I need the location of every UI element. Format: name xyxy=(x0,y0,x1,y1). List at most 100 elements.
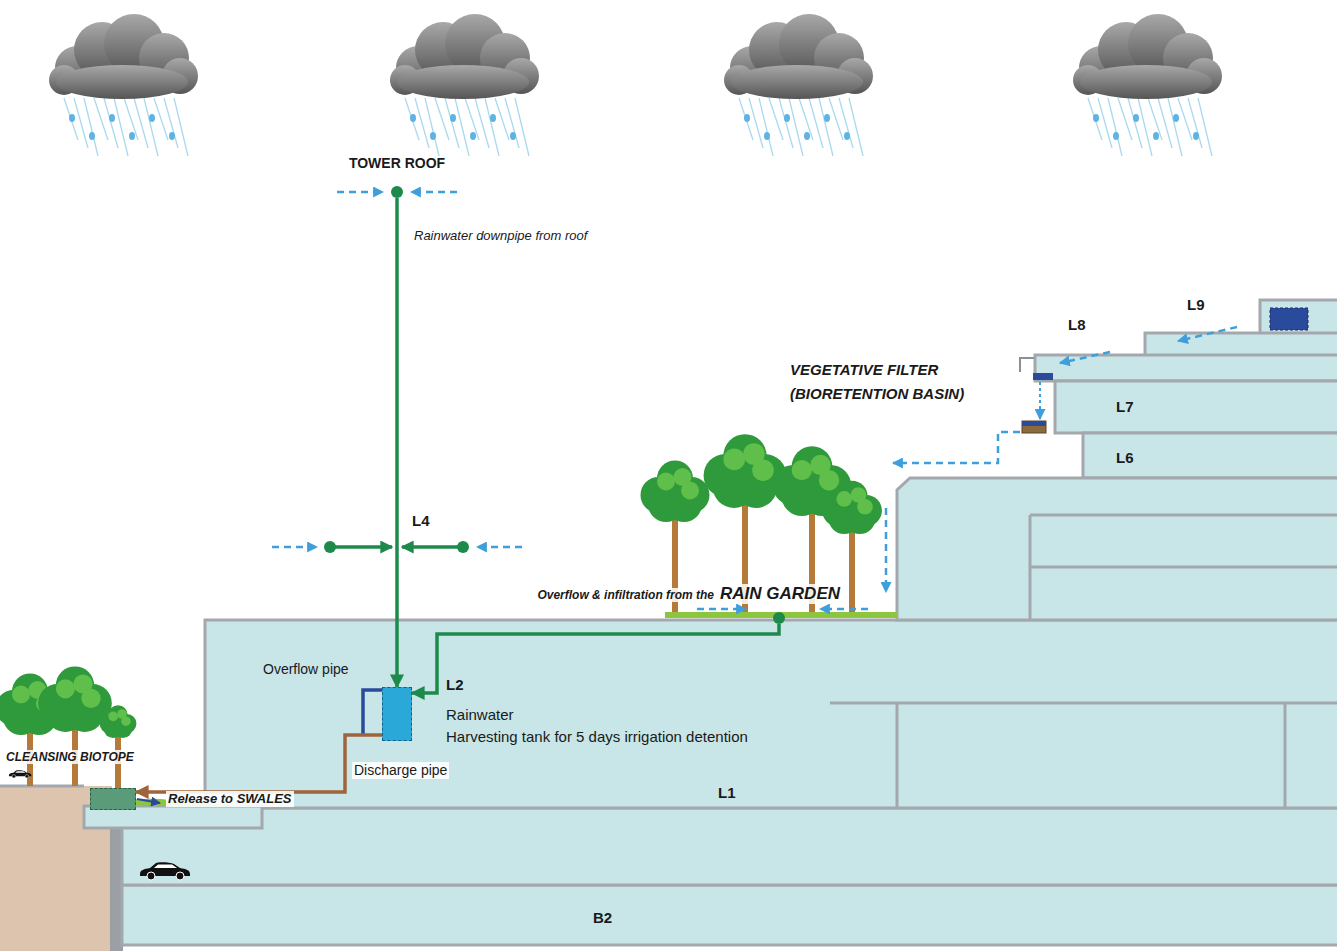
harvesting-tank: L2Rainwater Harvesting tank for 5 days i… xyxy=(382,676,830,752)
podium xyxy=(205,620,1337,808)
roof-tank xyxy=(1270,308,1308,330)
tree-highlight xyxy=(681,482,699,500)
rain-garden: Overflow & infiltration from theRAIN GAR… xyxy=(535,584,842,604)
node-text: CLEANSING BIOTOPE xyxy=(4,750,136,764)
node-shape xyxy=(391,186,403,198)
rain-drop xyxy=(69,114,75,122)
overflow-pipe-connector xyxy=(412,624,779,693)
upper-block xyxy=(897,478,1337,620)
floor-line xyxy=(896,703,899,808)
floor-line xyxy=(1030,566,1337,569)
rain-streak xyxy=(455,98,469,156)
rain-drop xyxy=(149,114,155,122)
rain-streak xyxy=(174,98,188,156)
rain-streak xyxy=(1138,98,1152,156)
runoff-arrow xyxy=(411,191,457,194)
tree-highlight xyxy=(752,459,774,481)
rain-cloud xyxy=(49,14,198,156)
level-l6 xyxy=(1083,433,1337,478)
level-label: L8 xyxy=(1068,316,1086,334)
discharge-pipe xyxy=(136,735,382,792)
tree-highlight xyxy=(819,470,839,490)
node-text: RAIN GARDEN xyxy=(718,584,842,604)
runoff-arrow xyxy=(337,191,383,194)
node-text: Overflow & infiltration from the xyxy=(535,588,716,602)
rain-drop xyxy=(470,132,476,140)
rain-streak xyxy=(515,98,529,156)
rain-drop xyxy=(744,114,750,122)
car-wheel xyxy=(147,872,155,880)
tree-highlight xyxy=(857,499,873,515)
railing xyxy=(1020,358,1034,372)
filter-basin xyxy=(1022,421,1046,433)
rain-drop xyxy=(824,114,830,122)
rain-drop xyxy=(1153,132,1159,140)
vegetative-filter: VEGETATIVE FILTER (BIORETENTION BASIN) xyxy=(790,358,1019,410)
rain-streak xyxy=(425,98,439,156)
rain-drop xyxy=(109,114,115,122)
tree-highlight xyxy=(792,460,812,480)
rain-drop xyxy=(784,114,790,122)
tree-highlight xyxy=(108,712,118,722)
rain-cloud xyxy=(390,14,539,156)
filter-inlet xyxy=(1033,373,1053,380)
branch-pipe xyxy=(330,545,392,549)
node-shape xyxy=(90,788,136,810)
tree-highlight xyxy=(121,716,131,726)
tree-highlight xyxy=(657,473,675,491)
node-shape xyxy=(382,687,412,741)
car-wheel xyxy=(25,775,29,779)
node-text: L2 xyxy=(446,676,464,694)
release-arrow xyxy=(137,799,160,803)
runoff-arrow xyxy=(885,508,888,592)
cloud-base xyxy=(731,65,863,99)
branch-pipe xyxy=(402,545,463,549)
level-label: B2 xyxy=(593,909,612,927)
rain-drop xyxy=(89,132,95,140)
rain-drop xyxy=(430,132,436,140)
rain-streak xyxy=(485,98,499,156)
rain-drop xyxy=(169,132,175,140)
rain-drop xyxy=(804,132,810,140)
level-label: L6 xyxy=(1116,449,1134,467)
downpipe xyxy=(395,198,399,687)
cloud-base xyxy=(56,65,188,99)
cleansing-biotope: CLEANSING BIOTOPE xyxy=(4,750,140,814)
rain-drop xyxy=(1133,114,1139,122)
filter-drip xyxy=(1039,382,1041,419)
rain-drop xyxy=(410,114,416,122)
rain-streak xyxy=(849,98,863,156)
filter-water xyxy=(1022,421,1046,426)
rain-streak xyxy=(84,98,98,156)
rain-cloud xyxy=(724,14,873,156)
floor-line xyxy=(1284,703,1287,808)
tree-highlight xyxy=(836,491,852,507)
node-text: Rainwater Harvesting tank for 5 days irr… xyxy=(446,706,748,745)
cloud-base xyxy=(1080,65,1212,99)
car-window xyxy=(154,865,177,869)
roof-collection-point: TOWER ROOF xyxy=(300,155,498,202)
rain-drop xyxy=(1113,132,1119,140)
level-label: L1 xyxy=(718,784,736,802)
rain-cloud xyxy=(1073,14,1222,156)
runoff-arrow xyxy=(1178,327,1237,341)
level-l1 xyxy=(122,808,1337,885)
overflow-pipe xyxy=(363,690,383,735)
rain-drop xyxy=(764,132,770,140)
runoff-arrow xyxy=(697,608,746,611)
rain-streak xyxy=(1168,98,1182,156)
runoff-arrow xyxy=(820,608,868,611)
flow-label: Release to SWALES xyxy=(166,791,294,807)
runoff-arrow xyxy=(272,546,317,549)
level-label: L7 xyxy=(1116,398,1134,416)
rain-drop xyxy=(1193,132,1199,140)
floor-line xyxy=(1030,514,1337,517)
runoff-arrow xyxy=(477,546,522,549)
edge-label: Rainwater downpipe from roof xyxy=(412,228,589,244)
level-label: L4 xyxy=(412,512,430,530)
branch-inlet xyxy=(457,541,469,553)
edge-label: Discharge pipe xyxy=(352,762,449,779)
node-text: VEGETATIVE FILTER (BIORETENTION BASIN) xyxy=(790,358,1015,406)
